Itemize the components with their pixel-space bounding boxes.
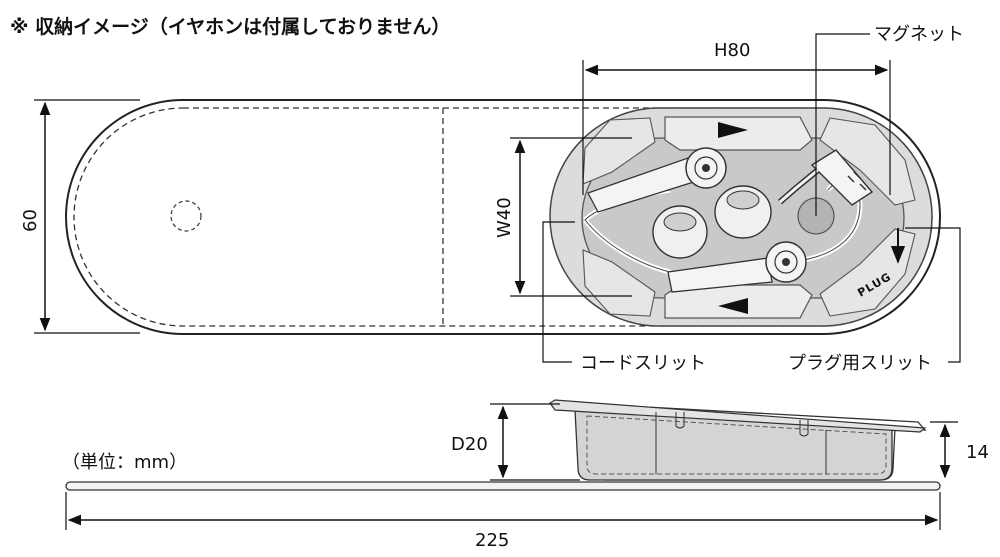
dim-14-label: 14 [966,442,989,463]
tray-lid-edge [549,399,927,433]
dimension-h80: H80 [582,40,891,195]
callout-cord-slit: コードスリット [542,221,706,374]
flap-left-top [582,117,656,185]
callout-plug-slit: プラグ用スリット [788,227,961,374]
magnet-circle-left [170,200,202,232]
magnet-label: マグネット [874,24,964,45]
title: ※ 収納イメージ（イヤホンは付属しておりません） [10,15,450,38]
dimension-w40: W40 [494,137,632,297]
tray-side-inner [586,415,887,475]
flap-left-bottom [582,249,656,317]
earphone-plug [778,149,874,206]
dimension-d20: D20 [451,403,580,481]
callout-magnet: マグネット [815,24,964,216]
flap-top [664,116,813,151]
top-view: PLUG [65,99,941,335]
ear-tip-right [714,185,772,239]
earphone-top [587,147,727,213]
dim-w40-label: W40 [494,197,515,238]
ear-tip-left [652,205,708,259]
side-view: D20 14 225 （単位：mm） [62,399,989,551]
plug-slit-label: プラグ用スリット [788,353,932,374]
flap-arrow-right [718,122,748,138]
flap-right-top [819,117,916,206]
dim-225-label: 225 [475,530,509,551]
cord-slit-label: コードスリット [580,353,706,374]
dimension-225: 225 [65,492,941,551]
earphone-bottom [667,241,807,293]
slit-grooves [655,412,827,474]
dimension-14: 14 [930,421,989,479]
dimension-60: 60 [20,99,140,334]
dim-d20-label: D20 [451,434,488,455]
unit-note: （単位：mm） [62,452,187,473]
base-sheet [65,481,941,491]
dim-60-label: 60 [20,209,41,232]
dim-h80-label: H80 [714,40,750,61]
flap-arrow-left [718,298,748,314]
tray-side-body [574,409,893,481]
